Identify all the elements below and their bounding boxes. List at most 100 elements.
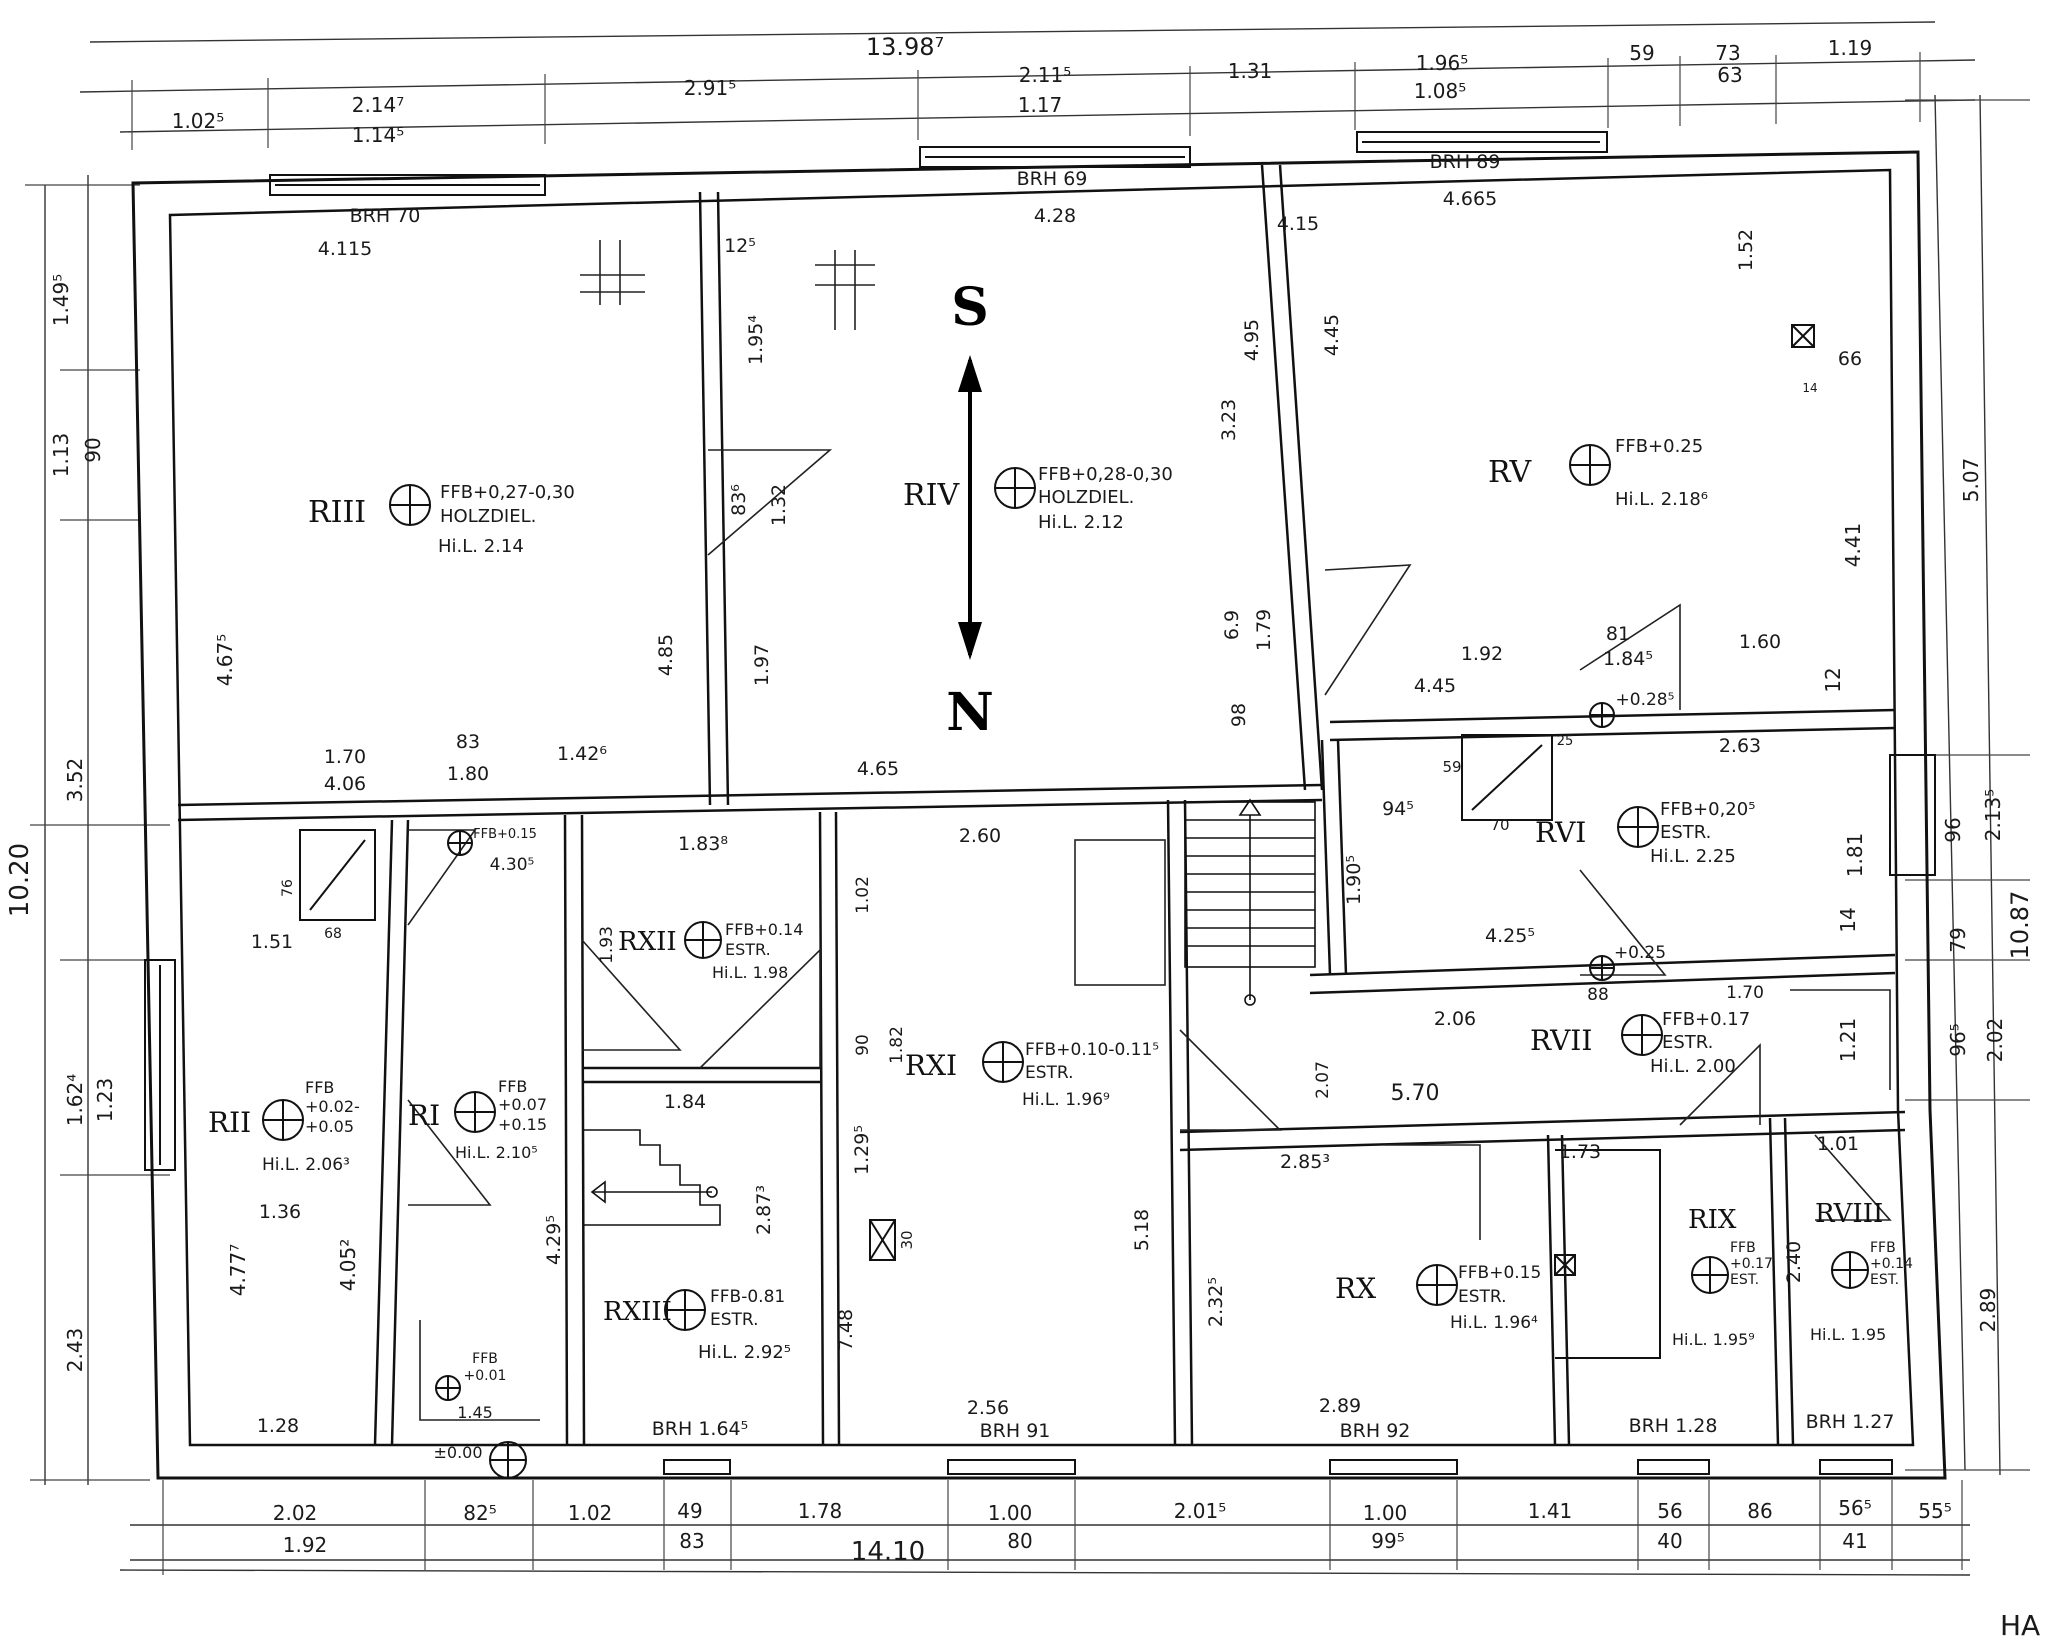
dim-top-5: 1.31	[1228, 59, 1273, 83]
idim-8: 1.52	[1735, 229, 1757, 271]
dim-bottom-r2-6: 41	[1842, 1529, 1867, 1553]
dim-left-9: 4.77⁷	[226, 1244, 250, 1297]
idim-17: 1.79	[1253, 609, 1275, 651]
door-swings	[407, 449, 1892, 1421]
window-sill-labels: BRH 70 BRH 69 BRH 89 BRH 1.64⁵ BRH 91 BR…	[350, 151, 1895, 1442]
room-id-rxi: RXI	[905, 1049, 957, 1082]
room-rvi-line-3: Hi.L. 2.25	[1650, 846, 1736, 867]
room-id-riv: RIV	[903, 478, 960, 513]
dim-bottom-7: 2.01⁵	[1174, 1499, 1227, 1523]
idim-65: 4.29⁵	[543, 1215, 565, 1265]
dim-bottom-4: 49	[677, 1499, 702, 1523]
room-rvii-line-3: Hi.L. 2.00	[1650, 1056, 1736, 1077]
dim-bottom-r2-2: 83	[679, 1529, 704, 1553]
room-rviii-line-4: Hi.L. 1.95	[1810, 1325, 1886, 1344]
bottom-dimension-labels: 14.10 2.02 82⁵ 1.02 49 1.78 1.00 2.01⁵ 1…	[273, 1496, 2040, 1641]
room-id-rv: RV	[1488, 455, 1533, 490]
exterior-walls	[131, 150, 1947, 1480]
room-rv: RV FFB+0.25 Hi.L. 2.18⁶	[1488, 436, 1708, 510]
fixtures	[580, 240, 1166, 986]
dim-right-9: 2.89	[1976, 1288, 2000, 1333]
idim-11: 3.23	[1218, 399, 1240, 441]
idim-13: 1.32	[768, 484, 790, 526]
brh-label-6: BRH 92	[1340, 1420, 1411, 1442]
dim-bottom-r2-5: 40	[1657, 1529, 1682, 1553]
top-dimension-lines	[79, 21, 1976, 150]
dim-left-7: 1.23	[93, 1078, 117, 1123]
dim-right-8: 2.02	[1983, 1018, 2007, 1063]
idim-45: 90	[853, 1034, 873, 1056]
room-rii-line-2: +0.02-	[305, 1097, 360, 1116]
idim-33: 59	[1442, 758, 1461, 776]
brh-label-4: BRH 1.64⁵	[652, 1418, 748, 1440]
dim-bottom-corner: HA	[2000, 1609, 2040, 1641]
dim-bottom-overall: 14.10	[851, 1537, 925, 1567]
room-rv-line-3: Hi.L. 2.18⁶	[1615, 489, 1708, 510]
dim-bottom-5: 1.78	[798, 1499, 843, 1523]
idim-57: 1.29⁵	[851, 1125, 873, 1175]
dim-bottom-3: 1.02	[568, 1501, 613, 1525]
room-id-ri: RI	[408, 1099, 440, 1132]
idim-14: 4.85	[655, 634, 677, 676]
idim-49: +0.25	[1614, 943, 1666, 963]
idim-71: ±0.00	[433, 1443, 482, 1462]
idim-35: 25	[1557, 734, 1574, 749]
idim-67: 2.40	[1783, 1241, 1805, 1283]
room-rvii-line-1: FFB+0.17	[1662, 1009, 1750, 1030]
dim-bottom-r2-1: 1.92	[283, 1533, 328, 1557]
room-rvi: RVI FFB+0,20⁵ ESTR. Hi.L. 2.25	[1535, 799, 1755, 867]
dim-bottom-12: 56⁵	[1838, 1496, 1871, 1520]
room-rix-line-3: EST.	[1730, 1272, 1759, 1288]
idim-53: 2.07	[1313, 1061, 1333, 1099]
room-riii-line-3: Hi.L. 2.14	[438, 536, 524, 557]
room-rvi-line-1: FFB+0,20⁵	[1660, 799, 1755, 820]
brh-label-3: BRH 89	[1430, 151, 1501, 173]
idim-28: 4.06	[324, 773, 366, 795]
room-id-rxiii: RXIII	[603, 1297, 672, 1327]
room-id-rvi: RVI	[1535, 816, 1586, 849]
brh-label-1: BRH 70	[350, 205, 421, 227]
dim-right-7: 96⁵	[1946, 1023, 1970, 1056]
dim-right-4: 2.13⁵	[1981, 789, 2005, 842]
dim-top-r2-1: 1.14⁵	[352, 123, 405, 147]
room-riii-line-2: HOLZDIEL.	[440, 506, 536, 527]
room-rviii-line-1: FFB	[1870, 1240, 1896, 1256]
dim-bottom-2: 82⁵	[463, 1501, 496, 1525]
dim-top-6: 1.96⁵	[1416, 51, 1469, 75]
brh-label-7: BRH 1.28	[1629, 1415, 1718, 1437]
dim-left-10: 4.05²	[336, 1239, 360, 1292]
room-rix-line-1: FFB	[1730, 1240, 1756, 1256]
idim-56: 2.87³	[753, 1185, 775, 1235]
dim-left-1: 1.49⁵	[49, 274, 73, 327]
idim-62: 5.18	[1131, 1209, 1153, 1251]
idim-0: 4.115	[318, 238, 372, 260]
cellar-staircase	[584, 1129, 721, 1226]
room-rxii-line-2: ESTR.	[725, 940, 771, 959]
idim-37: 2.60	[959, 825, 1001, 847]
idim-9: 66	[1838, 348, 1862, 370]
idim-73: 2.56	[967, 1397, 1009, 1419]
dim-bottom-r2-4: 99⁵	[1371, 1529, 1404, 1553]
room-rii-line-3: +0.05	[305, 1117, 354, 1136]
room-rii: RII FFB +0.02- +0.05 Hi.L. 2.06³	[208, 1078, 360, 1175]
room-rxii-line-1: FFB+0.14	[725, 920, 803, 939]
room-id-riii: RIII	[308, 495, 366, 530]
idim-19: 1.92	[1461, 643, 1503, 665]
idim-24: +0.28⁵	[1616, 690, 1675, 710]
idim-31: 2.63	[1719, 735, 1761, 757]
dim-top-8: 73	[1715, 41, 1740, 65]
main-staircase	[1184, 798, 1316, 1006]
dim-left-5: 3.52	[63, 758, 87, 803]
idim-43: 1.93	[597, 926, 617, 964]
dim-right-2: 4.41	[1841, 523, 1865, 568]
idim-48: 4.25⁵	[1485, 925, 1535, 947]
interior-walls	[177, 164, 1906, 1446]
room-ri-line-2: +0.07	[498, 1095, 547, 1114]
top-dimension-labels: 13.98⁷ 1.02⁵ 2.14⁷ 2.91⁵ 2.11⁵ 1.31 1.96…	[172, 33, 1873, 147]
idim-7: 4.45	[1321, 314, 1343, 356]
idim-22: 1.60	[1739, 631, 1781, 653]
dim-bottom-8: 1.00	[1363, 1501, 1408, 1525]
room-rviii: RVIII FFB +0.14 EST. Hi.L. 1.95	[1810, 1199, 1913, 1344]
idim-60: 1.73	[1559, 1141, 1601, 1163]
idim-29: 1.80	[447, 763, 489, 785]
